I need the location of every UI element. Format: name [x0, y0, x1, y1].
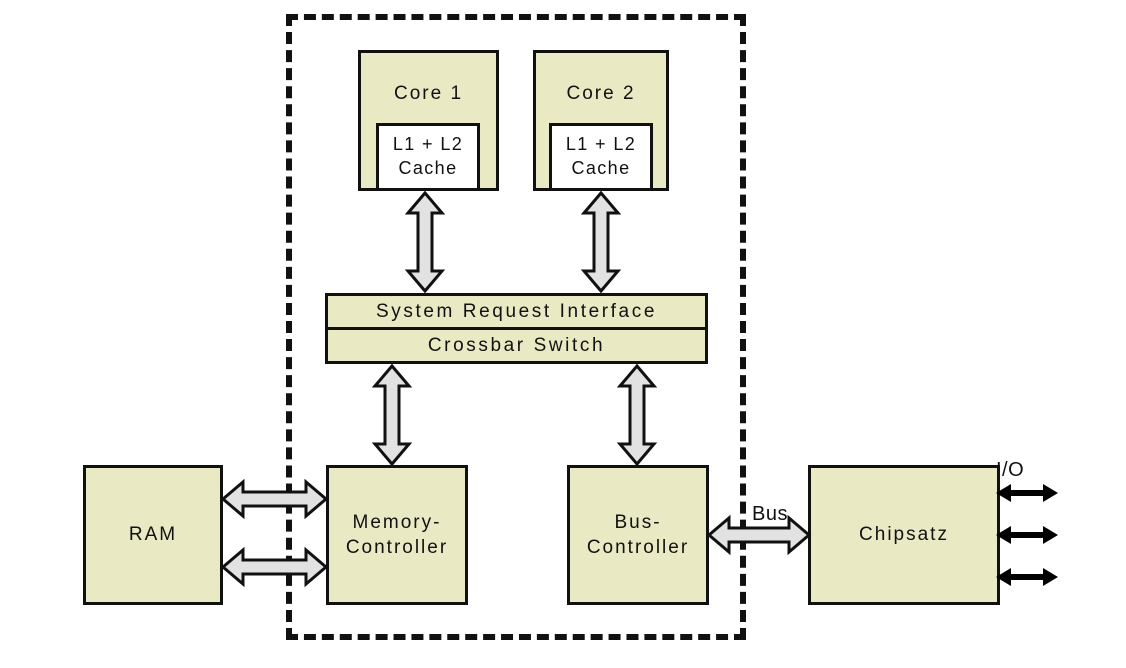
- ram-to-memory-controller-arrow-lower: [220, 546, 329, 588]
- crossbar-switch-row[interactable]: Crossbar Switch: [328, 330, 705, 361]
- system-interface-group: System Request Interface Crossbar Switch: [325, 293, 708, 364]
- bus-controller-label: Bus- Controller: [586, 511, 690, 558]
- crossbar-to-memory-controller-arrow: [371, 363, 413, 467]
- core-1-cache-label: L1 + L2 Cache: [392, 134, 464, 178]
- core-1-label: Core 1: [393, 83, 464, 104]
- bus-controller-box[interactable]: Bus- Controller: [567, 465, 709, 605]
- io-label: I/O: [996, 459, 1025, 481]
- ram-label: RAM: [128, 524, 178, 546]
- chipset-io-arrow-2: [996, 526, 1058, 544]
- core-2-label: Core 2: [566, 83, 636, 104]
- chipset-io-arrow-3: [996, 568, 1058, 586]
- memory-controller-label: Memory- Controller: [345, 511, 449, 558]
- crossbar-switch-label: Crossbar Switch: [427, 334, 606, 356]
- core-1-to-sri-arrow: [404, 190, 446, 294]
- crossbar-to-bus-controller-arrow: [616, 363, 658, 467]
- memory-controller-box[interactable]: Memory- Controller: [326, 465, 468, 605]
- chipset-label: Chipsatz: [859, 524, 949, 546]
- core-2-cache-box[interactable]: L1 + L2 Cache: [549, 123, 653, 191]
- bus-controller-to-chipset-arrow: [706, 514, 812, 556]
- system-request-interface-row[interactable]: System Request Interface: [328, 296, 705, 330]
- core-1-cache-box[interactable]: L1 + L2 Cache: [376, 123, 480, 191]
- system-request-interface-label: System Request Interface: [375, 300, 657, 322]
- core-2-to-sri-arrow: [580, 190, 622, 294]
- core-2-cache-label: L1 + L2 Cache: [565, 134, 637, 178]
- chipset-io-arrow-1: [996, 484, 1058, 502]
- ram-box[interactable]: RAM: [83, 465, 223, 605]
- chipset-box[interactable]: Chipsatz: [808, 465, 1000, 605]
- ram-to-memory-controller-arrow-upper: [220, 478, 329, 520]
- bus-connection-label: Bus: [752, 503, 788, 525]
